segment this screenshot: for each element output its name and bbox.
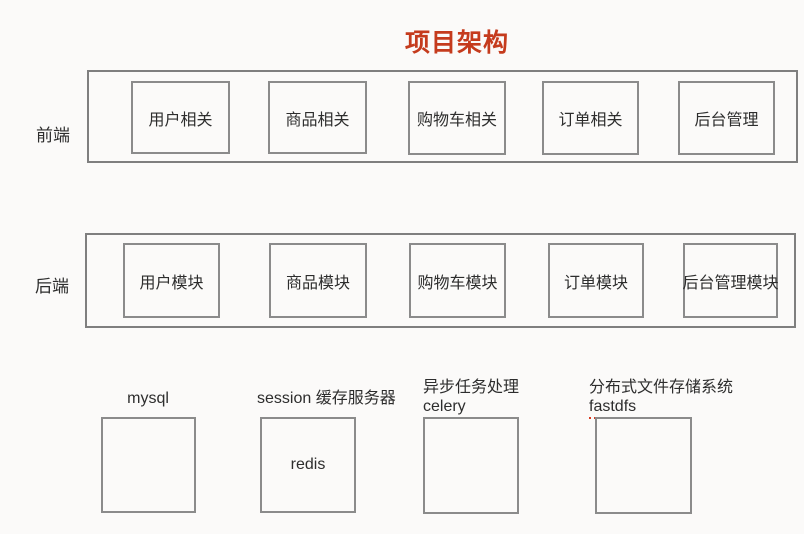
backend-box-cart: 购物车模块 xyxy=(409,243,506,318)
fastdfs-label-wrap: fastdfs xyxy=(589,397,637,419)
page-title: 项目架构 xyxy=(404,29,510,57)
distributed-storage-label: 分布式文件存储系统 xyxy=(589,379,734,396)
backend-box-orders: 订单模块 xyxy=(548,243,644,318)
backend-container-box xyxy=(85,233,796,328)
fastdfs-label: fastdfs xyxy=(589,397,637,419)
fastdfs-box xyxy=(595,417,692,514)
session-cache-label: session 缓存服务器 xyxy=(257,390,396,407)
frontend-row-label: 前端 xyxy=(36,126,70,145)
celery-box xyxy=(423,417,519,514)
backend-box-users: 用户模块 xyxy=(123,243,220,318)
mysql-label: mysql xyxy=(127,390,169,407)
celery-label: celery xyxy=(423,398,466,415)
backend-box-admin: 后台管理模块 xyxy=(683,243,779,318)
frontend-box-admin: 后台管理 xyxy=(678,81,775,155)
frontend-container-box xyxy=(87,70,798,163)
frontend-box-goods: 商品相关 xyxy=(268,81,367,154)
backend-box-goods: 商品模块 xyxy=(269,243,367,318)
redis-box: redis xyxy=(260,417,356,513)
async-task-label: 异步任务处理 xyxy=(423,379,520,396)
frontend-box-orders: 订单相关 xyxy=(542,81,639,155)
mysql-box xyxy=(101,417,196,513)
frontend-box-users: 用户相关 xyxy=(131,81,230,154)
redis-box-label: redis xyxy=(290,456,326,473)
backend-row-label: 后端 xyxy=(35,277,69,296)
frontend-box-cart: 购物车相关 xyxy=(408,81,506,155)
